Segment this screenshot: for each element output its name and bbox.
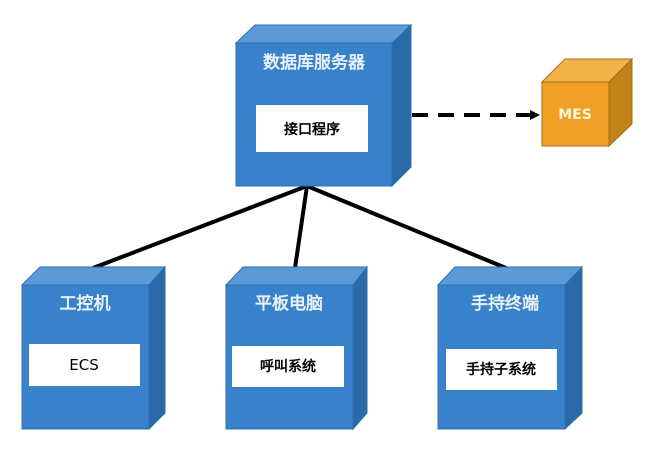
handheld-subsystem-box bbox=[446, 349, 557, 390]
node-handheld-terminal[interactable]: 手持终端 手持子系统 bbox=[436, 265, 584, 431]
call-system-label: 呼叫系统 bbox=[260, 358, 316, 375]
node-database-server[interactable]: 数据库服务器 接口程序 bbox=[234, 23, 413, 188]
connectors bbox=[92, 110, 540, 270]
node-mes[interactable]: MES bbox=[540, 57, 634, 148]
ecs-label: ECS bbox=[69, 356, 98, 374]
server-top-face bbox=[234, 24, 413, 44]
interface-program-label: 接口程序 bbox=[284, 121, 340, 138]
ipc-title: 工控机 bbox=[60, 293, 111, 314]
edge-server-ipc bbox=[92, 184, 308, 270]
node-industrial-pc[interactable]: 工控机 ECS bbox=[20, 265, 167, 431]
server-side-face bbox=[391, 23, 412, 188]
server-title: 数据库服务器 bbox=[263, 52, 366, 73]
mes-front-face bbox=[541, 81, 610, 147]
handheld-subsystem-label: 手持子系统 bbox=[466, 361, 536, 378]
mes-label: MES bbox=[558, 107, 592, 123]
edge-server-handheld bbox=[306, 184, 507, 270]
tablet-title: 平板电脑 bbox=[255, 293, 323, 314]
edge-server-tablet bbox=[293, 185, 309, 269]
tablet-top-face bbox=[224, 266, 369, 286]
call-system-box bbox=[232, 346, 344, 387]
interface-program-box bbox=[256, 105, 368, 152]
node-tablet[interactable]: 平板电脑 呼叫系统 bbox=[224, 265, 369, 431]
handheld-top-face bbox=[436, 266, 584, 286]
handheld-title: 手持终端 bbox=[471, 293, 539, 314]
ecs-box bbox=[29, 344, 140, 386]
tablet-side-face bbox=[352, 265, 368, 431]
ipc-top-face bbox=[20, 266, 167, 286]
ipc-side-face bbox=[148, 265, 166, 431]
handheld-side-face bbox=[564, 265, 583, 431]
